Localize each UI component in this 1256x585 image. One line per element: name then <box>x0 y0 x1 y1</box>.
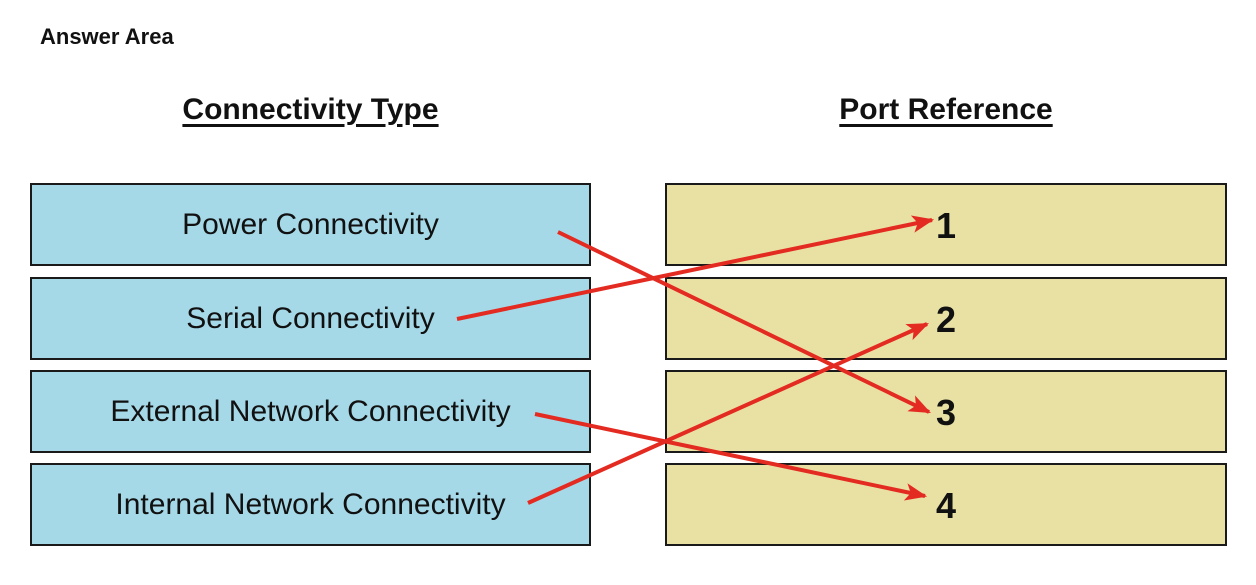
port-box-2[interactable]: 2 <box>665 277 1227 360</box>
connectivity-box-serial[interactable]: Serial Connectivity <box>30 277 591 360</box>
answer-area-title: Answer Area <box>40 24 174 49</box>
port-box-4[interactable]: 4 <box>665 463 1227 546</box>
connectivity-box-label: Power Connectivity <box>182 207 439 241</box>
connectivity-box-internal-network[interactable]: Internal Network Connectivity <box>30 463 591 546</box>
connectivity-box-power[interactable]: Power Connectivity <box>30 183 591 266</box>
column-header-connectivity-type: Connectivity Type <box>182 93 439 126</box>
port-number-label: 3 <box>935 391 957 433</box>
port-box-3[interactable]: 3 <box>665 370 1227 453</box>
column-header-port-reference: Port Reference <box>839 93 1053 126</box>
connectivity-box-label: Internal Network Connectivity <box>115 487 506 521</box>
port-number-label: 1 <box>935 204 957 246</box>
port-number-label: 2 <box>935 298 957 340</box>
connectivity-box-label: External Network Connectivity <box>110 394 511 428</box>
connectivity-box-label: Serial Connectivity <box>186 301 435 335</box>
connectivity-box-external-network[interactable]: External Network Connectivity <box>30 370 591 453</box>
port-number-label: 4 <box>935 484 957 526</box>
port-box-1[interactable]: 1 <box>665 183 1227 266</box>
